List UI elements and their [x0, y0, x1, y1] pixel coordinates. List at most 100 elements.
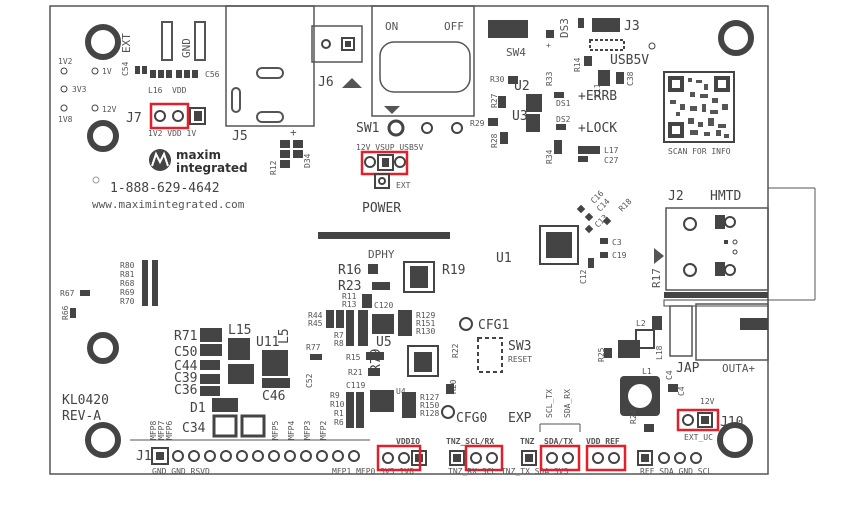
cfg1-label: CFG1: [478, 318, 509, 333]
l1-label: L1: [642, 367, 652, 376]
j5-group: J5 + R12 D34: [225, 5, 315, 175]
qr-code: SCAN FOR INFO: [663, 71, 735, 156]
power-regulator-cluster: R71 C50 L15 U11 L5 R77 C44 C39 C36 C46 C…: [174, 323, 322, 438]
board-revision: REV-A: [62, 409, 101, 424]
board-model: KL0420: [62, 393, 109, 408]
r27-label: R27: [490, 93, 499, 108]
c120-label: C120: [374, 301, 393, 310]
vdd-ref-header: VDD_REF: [585, 437, 627, 472]
sda-tx-label: SDA/TX: [544, 437, 573, 446]
u2-label: U2: [514, 79, 530, 94]
tnz-scl-rx-highlight: [464, 444, 504, 472]
j6-label: J6: [318, 75, 334, 90]
3v3-label: 3V3: [72, 85, 87, 94]
power-switch-group: ON OFF SW1 12V VSUP USB5V EXT POWER: [356, 5, 475, 216]
r44-label: R44: [308, 311, 323, 320]
c4-label-1: C4: [665, 370, 674, 380]
u1-label: U1: [496, 251, 512, 266]
exp-header: EXP SCL_TX SDA_RX TNZ SDA/TX: [508, 389, 581, 472]
d34-label: D34: [303, 153, 312, 168]
r10-label: R10: [330, 400, 345, 409]
usb5v-label: USB5V: [610, 53, 649, 68]
status-leds-group: R30 U2 R33 DS1 +ERRB R27 R29 U3 DS2 +LOC…: [470, 71, 619, 165]
c12-label: C12: [579, 269, 588, 284]
brand-line-1: maxim: [176, 148, 221, 162]
j6-group: J6: [311, 25, 363, 90]
j2-hmtd-group: J2 HMTD R17 JAP OUTA+: [650, 189, 769, 376]
c39-label: C39: [174, 371, 197, 386]
u5-label: U5: [376, 335, 392, 350]
reset-label: RESET: [508, 355, 532, 364]
r19-label: R19: [442, 263, 465, 278]
power-header-labels: 12V VSUP USB5V: [356, 143, 424, 152]
c46-label: C46: [262, 389, 285, 404]
cfg0-label: CFG0: [456, 411, 487, 426]
mfp6-label: MFP6: [165, 421, 174, 440]
l11-label: L11: [593, 83, 602, 98]
c36-label: C36: [174, 383, 197, 398]
r151-label: R151: [416, 319, 435, 328]
r6-label: R6: [334, 418, 344, 427]
mounting-hole-top-left: [85, 24, 121, 60]
c38-label: C38: [626, 71, 635, 86]
c54-label: C54: [121, 61, 130, 76]
tnz-label: TNZ: [520, 437, 535, 446]
mfp5-label: MFP5: [271, 421, 280, 440]
1v-label: 1V: [102, 67, 112, 76]
r22-label: R22: [451, 343, 460, 358]
c3-label: C3: [612, 238, 622, 247]
r17-label: R17: [650, 268, 663, 288]
d1-label: D1: [190, 401, 206, 416]
exp-label: EXP: [508, 411, 532, 426]
sw3-label: SW3: [508, 339, 531, 354]
r9-label: R9: [330, 391, 340, 400]
l17-label: L17: [604, 146, 619, 155]
power-label: POWER: [362, 201, 401, 216]
u11-label: U11: [256, 335, 279, 350]
u4-label: U4: [396, 387, 406, 396]
j10-highlight: [676, 408, 720, 432]
r130-label: R130: [416, 327, 435, 336]
tnz-scl-rx-header: TNZ_SCL/RX TNZ_RX SCL TNZ_TX SDA 3V3: [446, 437, 569, 476]
r15-label: R15: [346, 353, 361, 362]
r33-label: R33: [545, 71, 554, 86]
j7-label: J7: [126, 111, 142, 126]
r69-label: R69: [120, 288, 135, 297]
r25-label: R25: [597, 347, 606, 362]
r14-label: R14: [573, 57, 582, 72]
r70-label: R70: [120, 297, 135, 306]
vdd-label: VDD: [172, 86, 187, 95]
j1-bottom-labels: GND GND RSVD: [152, 467, 210, 476]
phone-number: 1-888-629-4642: [110, 181, 220, 196]
deserializer-cluster: DPHY R16 R19 R23 R11 R13 C120 R44 R45 R7…: [308, 248, 532, 428]
r23-label: R23: [338, 279, 361, 294]
j7-group: EXT GND C54 C56 L16 VDD 1V2 1V 3V3 12V 1…: [58, 21, 220, 138]
dphy-label: DPHY: [368, 248, 395, 261]
r29-label: R29: [470, 119, 485, 128]
r68-label: R68: [120, 279, 135, 288]
top-right-group: SW4 + DS3 J3 USB5V R14 L11 C38: [488, 18, 656, 98]
mfp4-label: MFP4: [287, 421, 296, 440]
ext-label: EXT: [120, 33, 133, 53]
sw4-label: SW4: [506, 46, 526, 59]
1v8-label: 1V8: [58, 115, 73, 124]
r129-label: R129: [416, 311, 435, 320]
j5-label: J5: [232, 129, 248, 144]
vdd-ref-label: VDD_REF: [586, 437, 620, 446]
r30-label: R30: [490, 75, 505, 84]
maxim-logo: maxim integrated: [149, 148, 248, 175]
gnd-label: GND: [180, 38, 193, 58]
hmtd-cable: [768, 187, 816, 301]
j1-header: J1 MFP8 MFP7 MFP6 MFP5 MFP4 MFP3 MFP2 GN…: [130, 421, 414, 476]
ext-power-label: EXT: [396, 181, 411, 190]
tnz-bottom-labels: TNZ_RX SCL TNZ_TX SDA 3V3: [448, 467, 569, 476]
c119-label: C119: [346, 381, 365, 390]
r21-label: R21: [348, 368, 363, 377]
ds2-label: DS2: [556, 115, 571, 124]
jap-label: JAP: [676, 361, 700, 376]
r28-label: R28: [490, 133, 499, 148]
r8-label: R8: [334, 339, 344, 348]
plus-ds3: +: [546, 41, 551, 50]
r150-label: R150: [420, 401, 439, 410]
